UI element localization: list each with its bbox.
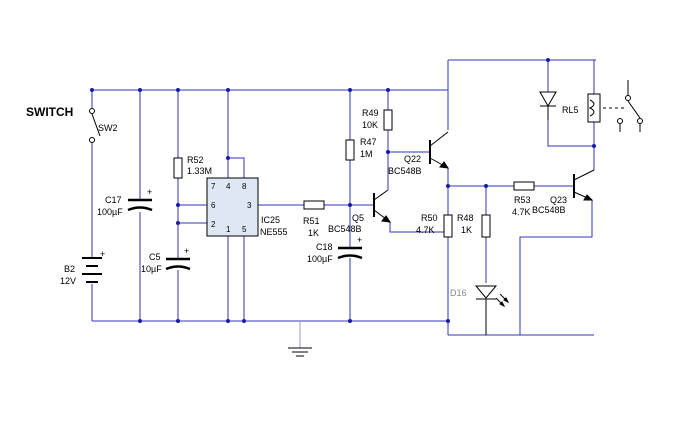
c5-value: 10µF bbox=[141, 264, 162, 274]
c5-name: C5 bbox=[149, 252, 161, 262]
c5-plus: + bbox=[184, 246, 189, 256]
ic-pin-4: 4 bbox=[226, 182, 231, 191]
transistor-q22: Q22 BC548B bbox=[388, 131, 450, 176]
r53-name: R53 bbox=[514, 195, 531, 205]
ic25-value: NE555 bbox=[260, 227, 288, 237]
r52-name: R52 bbox=[187, 155, 204, 165]
r53-value: 4.7K bbox=[512, 207, 531, 217]
resistor-r47: R47 1M bbox=[345, 137, 377, 161]
capacitor-c18: + C18 100µF bbox=[307, 235, 363, 264]
r48-value: 1K bbox=[461, 225, 472, 235]
ic-pin-6: 6 bbox=[211, 201, 216, 210]
transistor-q23: Q23 BC548B bbox=[532, 169, 595, 215]
sw2-label: SW2 bbox=[98, 123, 118, 133]
ic-pin-8: 8 bbox=[242, 182, 247, 191]
r47-value: 1M bbox=[360, 149, 373, 159]
r50-name: R50 bbox=[421, 213, 438, 223]
r49-value: 10K bbox=[362, 120, 378, 130]
ic-pin-3: 3 bbox=[247, 201, 252, 210]
resistor-r49: R49 10K bbox=[362, 108, 393, 131]
ic-pin-7: 7 bbox=[211, 182, 216, 191]
battery-b2: + B2 12V bbox=[60, 249, 105, 286]
ic25-name: IC25 bbox=[261, 215, 280, 225]
q5-value: BC548B bbox=[328, 224, 362, 234]
q23-name: Q23 bbox=[550, 195, 567, 205]
resistor-r51: R51 1K bbox=[303, 200, 325, 238]
capacitor-c17: + C17 100µF bbox=[97, 187, 153, 217]
b2-name: B2 bbox=[64, 264, 75, 274]
switch-title: SWITCH bbox=[26, 105, 73, 119]
q22-value: BC548B bbox=[388, 166, 422, 176]
b2-plus: + bbox=[100, 249, 105, 259]
relay-rl5: RL5 bbox=[539, 80, 643, 132]
b2-value: 12V bbox=[60, 276, 76, 286]
rl5-name: RL5 bbox=[562, 105, 579, 115]
ground-symbol bbox=[288, 347, 312, 357]
wires bbox=[91, 59, 596, 348]
r50-value: 4.7K bbox=[416, 225, 435, 235]
resistor-r53: R53 4.7K bbox=[512, 181, 535, 217]
junction-dots bbox=[90, 58, 596, 323]
c17-name: C17 bbox=[105, 195, 122, 205]
resistor-r48: R48 1K bbox=[457, 213, 491, 238]
r52-value: 1.33M bbox=[187, 166, 212, 176]
d16-name: D16 bbox=[450, 288, 467, 298]
r51-name: R51 bbox=[303, 216, 320, 226]
c17-plus: + bbox=[147, 187, 152, 197]
ic-pin-2: 2 bbox=[211, 220, 216, 229]
q22-name: Q22 bbox=[404, 154, 421, 164]
switch-sw2: SWITCH SW2 bbox=[26, 105, 118, 143]
ic-pin-5: 5 bbox=[242, 225, 247, 234]
q23-value: BC548B bbox=[532, 205, 566, 215]
c17-value: 100µF bbox=[97, 207, 123, 217]
resistor-r52: R52 1.33M bbox=[173, 155, 212, 179]
transistor-q5: Q5 BC548B bbox=[328, 189, 392, 234]
ic-ne555: 7 4 8 6 3 2 1 5 IC25 NE555 bbox=[206, 177, 288, 237]
c18-value: 100µF bbox=[307, 254, 333, 264]
c18-plus: + bbox=[357, 235, 362, 245]
r49-name: R49 bbox=[362, 108, 379, 118]
c18-name: C18 bbox=[316, 242, 333, 252]
capacitor-c5: + C5 10µF bbox=[141, 246, 191, 274]
ic-pin-1: 1 bbox=[226, 225, 231, 234]
led-d16: D16 bbox=[450, 285, 510, 335]
resistor-r50: R50 4.7K bbox=[416, 213, 453, 238]
r51-value: 1K bbox=[308, 228, 319, 238]
r48-name: R48 bbox=[457, 213, 474, 223]
q5-name: Q5 bbox=[352, 213, 364, 223]
r47-name: R47 bbox=[360, 137, 377, 147]
